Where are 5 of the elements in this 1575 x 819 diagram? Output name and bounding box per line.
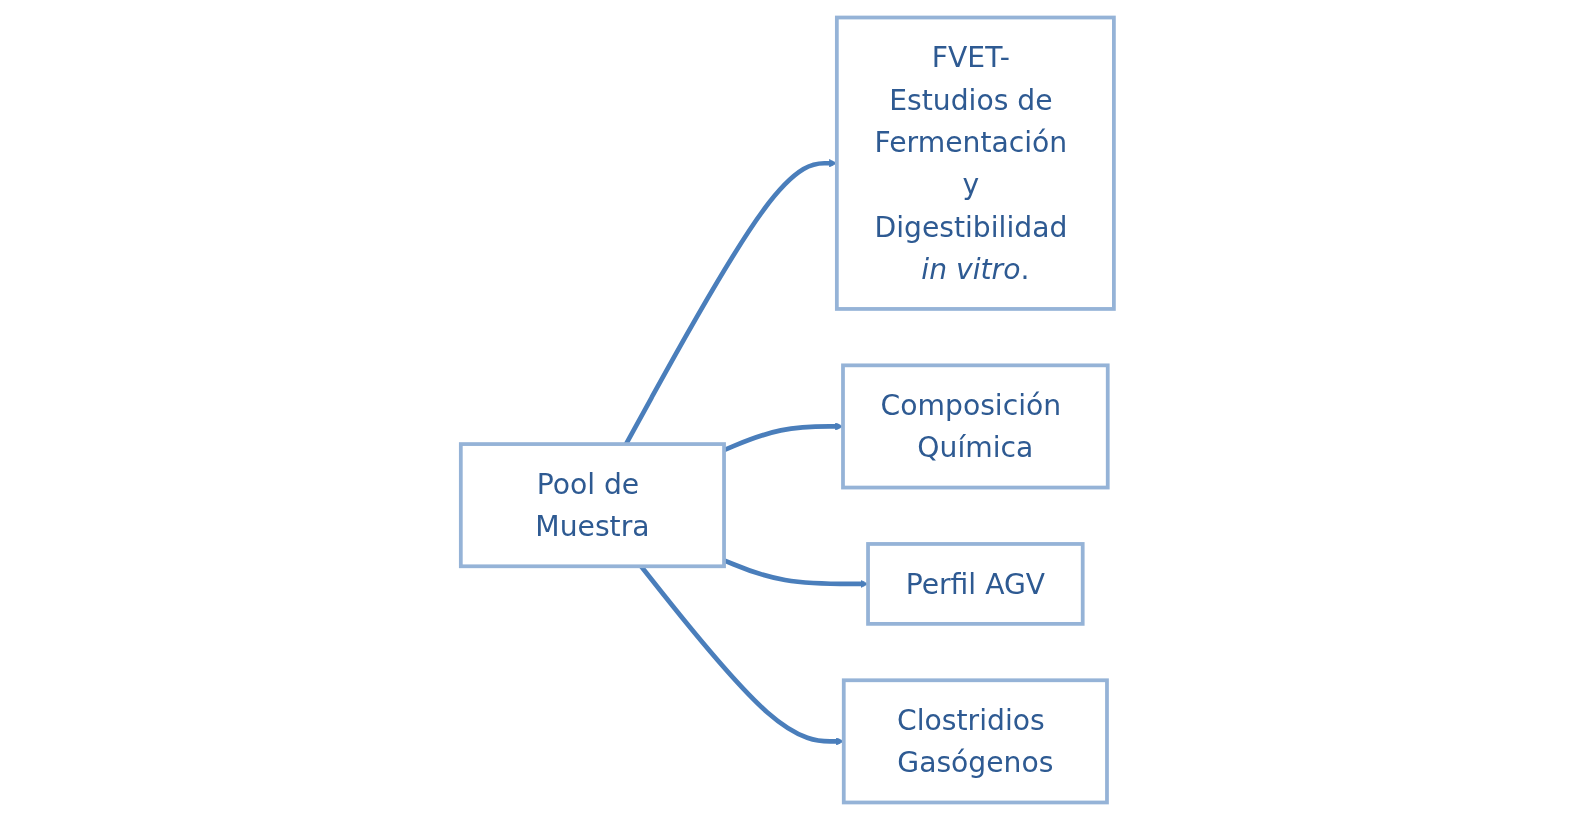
node-box: Clostridios Gasógenos [842, 677, 1109, 804]
node-box: FVET- Estudios de Fermentación y Digestibilidad in vitro. [835, 15, 1116, 311]
node-box: Pool de Muestra [459, 441, 727, 568]
node-box: Composición Química [841, 362, 1110, 489]
node-box: Perfil AGV [866, 541, 1085, 626]
